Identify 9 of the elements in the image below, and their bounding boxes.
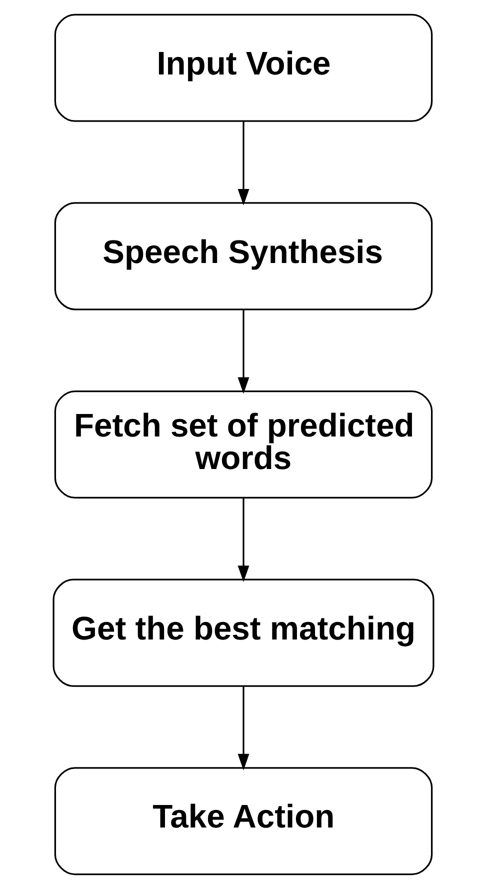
arrow [237, 122, 249, 206]
node-box: Get the best matching [52, 578, 434, 687]
arrow [237, 310, 249, 394]
node-box: Take Action [54, 767, 432, 876]
node-box: Input Voice [54, 14, 432, 122]
arrow [237, 498, 249, 582]
node-box: Speech Synthesis [54, 202, 432, 310]
arrow [237, 686, 249, 770]
node-box: Fetch set of predicted words [54, 390, 432, 499]
